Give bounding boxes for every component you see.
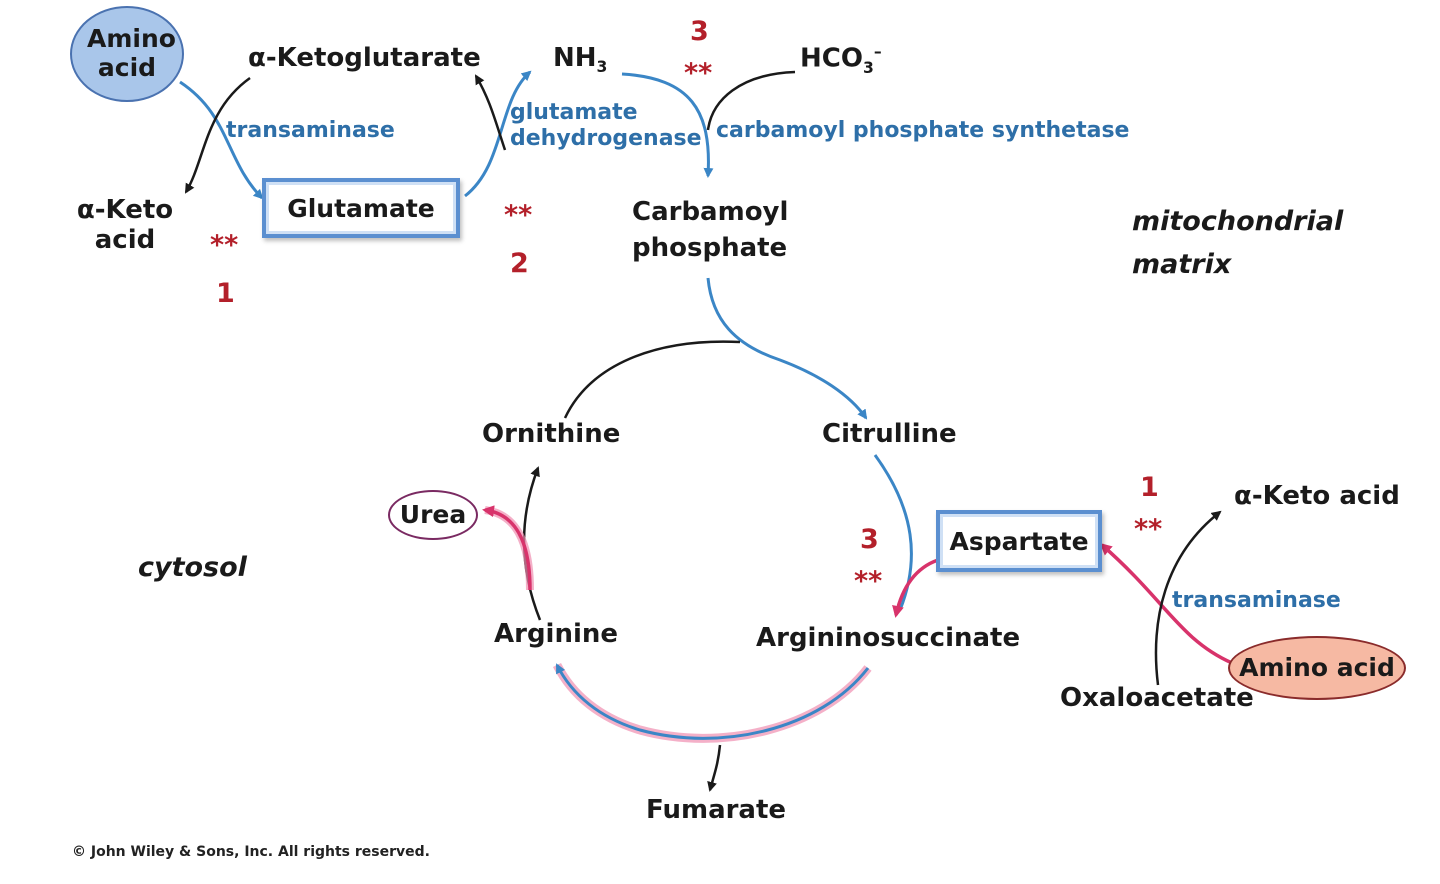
alpha-ketoglutarate-label: α-Ketoglutarate xyxy=(248,43,481,73)
arrow-hco3-join xyxy=(706,70,796,131)
arrow-oxaloacetate-to-ketoacid xyxy=(1154,510,1222,686)
step1-number-cytosol: 1 xyxy=(1140,472,1159,503)
amino-acid-node: Amino acid xyxy=(70,6,184,102)
arrow-amino-to-aspartate xyxy=(1099,543,1233,665)
arc-argininosuccinate-to-arginine xyxy=(555,663,870,740)
aspartate-box: Aspartate xyxy=(936,510,1102,572)
step1-stars-mito: ** xyxy=(210,230,239,261)
carbamoyl-phosphate-label: Carbamoyl phosphate xyxy=(632,197,789,264)
oxaloacetate-label: Oxaloacetate xyxy=(1060,683,1254,713)
mitochondrial-matrix-label: mitochondrial matrix xyxy=(1132,206,1344,281)
step3-number-mito: 3 xyxy=(690,16,709,47)
arrow-to-fumarate xyxy=(707,744,722,792)
amino-acid-label-cytosol: Amino acid xyxy=(1239,652,1395,682)
amino-acid-node-cytosol: Amino acid xyxy=(1228,636,1406,700)
alpha-keto-acid-label-cytosol: α-Keto acid xyxy=(1234,481,1400,511)
cytosol-label: cytosol xyxy=(138,552,247,583)
carbamoyl-phosphate-synthetase-label: carbamoyl phosphate synthetase xyxy=(716,118,1130,143)
transaminase-label-cytosol: transaminase xyxy=(1172,588,1341,613)
step3-number-cytosol: 3 xyxy=(860,524,879,555)
citrulline-label: Citrulline xyxy=(822,419,957,449)
arrow-aspartate-to-argininosuccinate xyxy=(892,558,939,618)
arrow-nh3-to-carbamoyl xyxy=(621,72,714,178)
arc-citrulline-to-argininosuccinate xyxy=(873,454,913,611)
arrow-ketoglutarate-to-ketoacid xyxy=(184,76,251,194)
argininosuccinate-label: Argininosuccinate xyxy=(756,623,1021,653)
copyright-notice: © John Wiley & Sons, Inc. All rights res… xyxy=(72,844,430,860)
arrow-amino-to-glutamate xyxy=(179,80,264,200)
arrow-to-urea xyxy=(482,505,532,591)
step2-number: 2 xyxy=(510,248,529,279)
alpha-keto-acid-label-mito: α-Keto acid xyxy=(76,195,174,255)
transaminase-label-mito: transaminase xyxy=(226,118,395,143)
arrow-carbamoyl-to-citrulline xyxy=(706,277,868,420)
urea-label: Urea xyxy=(399,499,467,529)
amino-acid-label: Amino acid xyxy=(87,24,176,82)
glutamate-label: Glutamate xyxy=(287,193,435,223)
glutamate-box: Glutamate xyxy=(262,178,460,238)
urea-node: Urea xyxy=(388,490,478,540)
step1-number-mito: 1 xyxy=(216,278,235,309)
step3-stars-mito: ** xyxy=(684,58,713,89)
aspartate-label: Aspartate xyxy=(949,526,1089,556)
arginine-label: Arginine xyxy=(494,619,619,649)
arrow-to-ketoglutarate xyxy=(474,74,507,151)
fumarate-label: Fumarate xyxy=(646,795,787,825)
hco3-label: HCO3– xyxy=(800,43,882,77)
step1-stars-cytosol: ** xyxy=(1134,514,1163,545)
step2-stars: ** xyxy=(504,200,533,231)
ornithine-label: Ornithine xyxy=(482,419,621,449)
step3-stars-cytosol: ** xyxy=(854,566,883,597)
arc-ornithine-to-top xyxy=(563,340,741,419)
glutamate-dehydrogenase-label: glutamate dehydrogenase xyxy=(510,100,702,152)
nh3-label: NH3 xyxy=(553,43,608,77)
